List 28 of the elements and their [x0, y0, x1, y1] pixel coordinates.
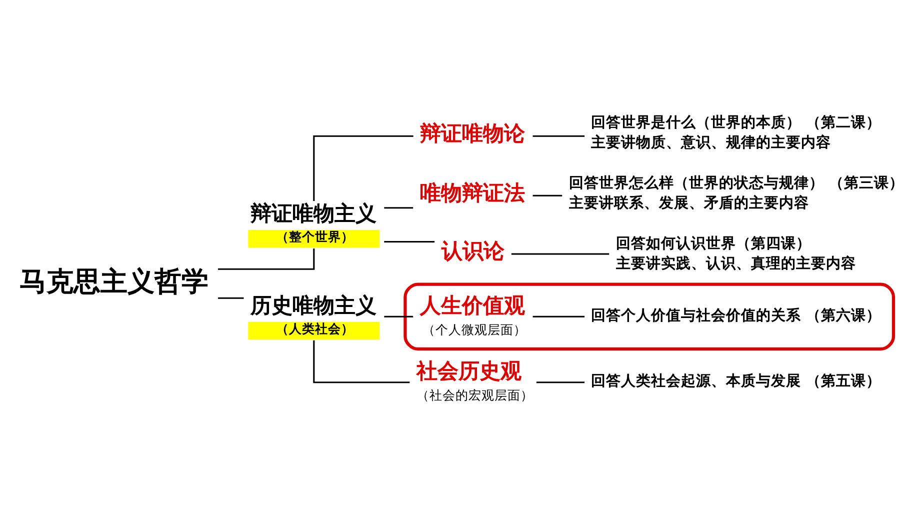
node-box: （整个世界）	[248, 230, 380, 248]
node-text: 认识论	[441, 238, 504, 263]
cluster	[403, 282, 895, 350]
node-text: 辩证唯物论	[419, 120, 524, 145]
node-text: 人生价值观 （个人微观层面）	[419, 292, 526, 336]
node-text: 回答世界是什么（世界的本质） （第二课） 主要讲物质、意识、规律的主要内容	[590, 113, 881, 150]
connector	[312, 134, 413, 201]
node-text: 回答世界怎么样（世界的状态与规律） （第三课） 主要讲联系、发展、矛盾的主要内容	[568, 174, 904, 211]
connector	[384, 240, 434, 242]
connector	[510, 252, 609, 254]
connector	[532, 194, 562, 196]
node-text: 回答人类社会起源、本质与发展 （第五课）	[590, 372, 881, 390]
connector	[532, 134, 584, 136]
node-label: 历史唯物主义	[250, 292, 376, 317]
node-box: （人类社会）	[248, 321, 380, 340]
node-text: 回答个人价值与社会价值的关系 （第六课）	[590, 306, 881, 324]
node-label: 辩证唯物主义	[250, 201, 376, 226]
connector	[218, 248, 314, 270]
connector	[312, 340, 410, 383]
node-text: 唯物辩证法	[419, 180, 524, 204]
connector	[384, 206, 413, 208]
node-text: 回答如何认识世界（第四课） 主要讲实践、认识、真理的主要内容	[615, 234, 856, 272]
node-text: 马克思主义哲学	[19, 266, 208, 297]
connector	[218, 296, 244, 298]
connector	[532, 315, 584, 317]
connector	[536, 381, 584, 383]
connector	[384, 315, 413, 317]
node-text: 社会历史观 （社会的宏观层面）	[416, 358, 534, 402]
